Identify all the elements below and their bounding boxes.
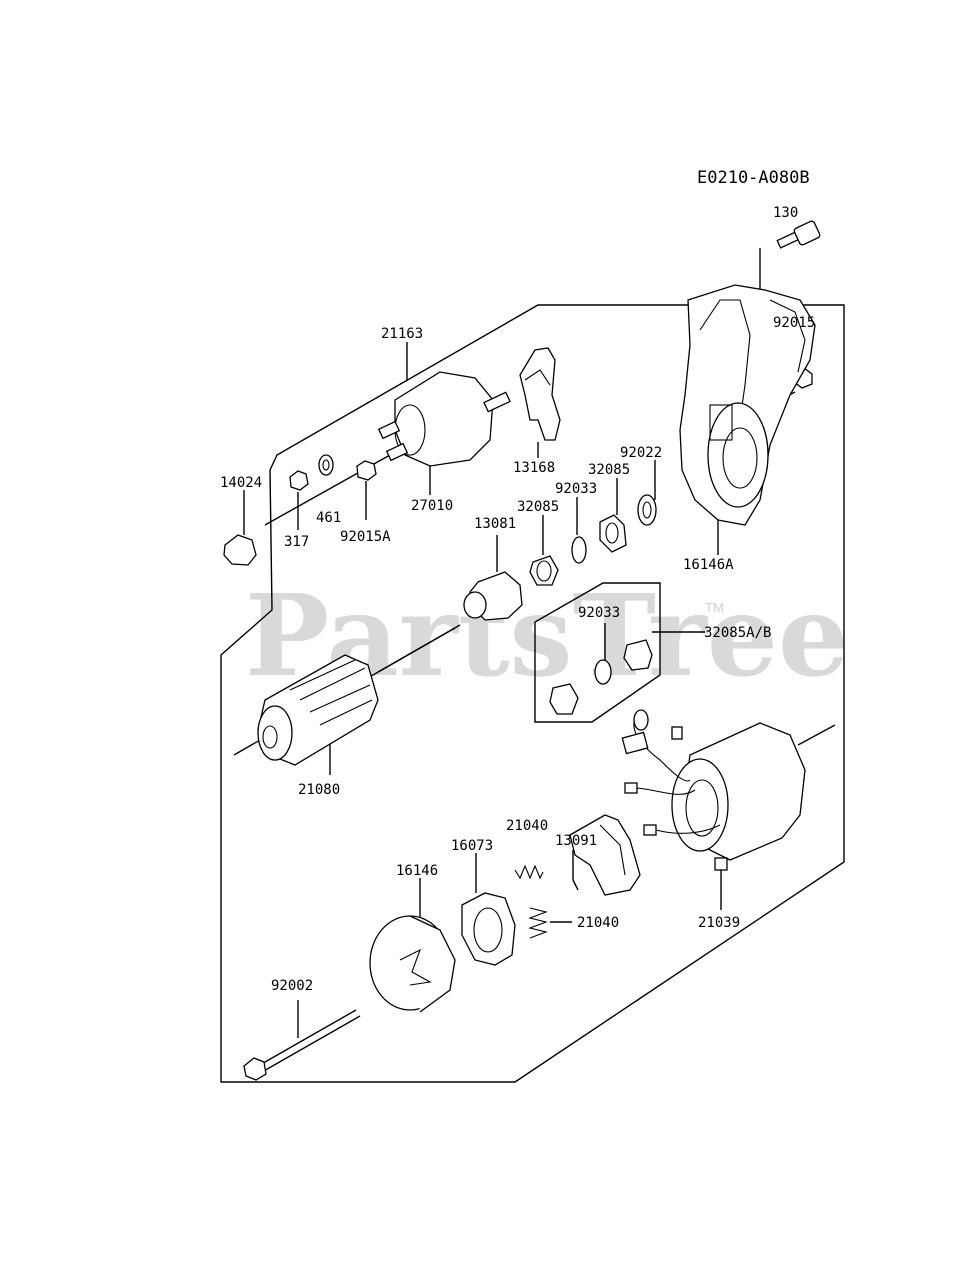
label-13168: 13168	[513, 460, 555, 476]
label-14024: 14024	[220, 475, 262, 491]
label-21040-lower: 21040	[577, 915, 619, 931]
yoke-field-coil	[621, 709, 806, 910]
yoke-axis	[797, 724, 836, 746]
shift-lever-13168	[519, 347, 561, 458]
assembly-outline	[220, 304, 845, 1083]
label-13081: 13081	[474, 516, 516, 532]
bolt-130	[744, 220, 821, 396]
washer-461	[318, 454, 334, 476]
nut-317	[289, 470, 309, 530]
label-16073: 16073	[451, 838, 493, 854]
label-32085-upper: 32085	[588, 462, 630, 478]
label-92015: 92015	[773, 315, 815, 331]
label-92022: 92022	[620, 445, 662, 461]
trademark-mark: TM	[705, 600, 724, 615]
label-16146A: 16146A	[683, 557, 734, 573]
solenoid-27010	[377, 342, 511, 495]
ring-92033-kit	[594, 623, 612, 685]
label-92002: 92002	[271, 978, 313, 994]
ring-92033-upper	[571, 497, 587, 564]
label-461: 461	[316, 510, 341, 526]
bushing-32085-upper	[599, 478, 627, 553]
subkit-box	[534, 582, 661, 723]
label-92033-upper: 92033	[555, 481, 597, 497]
cap-14024	[223, 490, 257, 566]
bushing-32085AB-kit	[549, 631, 705, 715]
through-bolt-92002	[243, 1000, 361, 1081]
label-21080: 21080	[298, 782, 340, 798]
label-13091: 13091	[555, 833, 597, 849]
armature-21080	[257, 627, 456, 775]
spring-21040-b	[528, 907, 572, 939]
label-21163: 21163	[381, 326, 423, 342]
spring-21040-a	[514, 864, 544, 880]
label-130: 130	[773, 205, 798, 221]
nut-92015A	[356, 460, 377, 520]
label-92033-kit: 92033	[578, 605, 620, 621]
washer-92022	[637, 460, 657, 526]
label-92015A: 92015A	[340, 529, 391, 545]
label-21040-upper: 21040	[506, 818, 548, 834]
end-cover-16146	[369, 878, 456, 1013]
label-32085-mid: 32085	[517, 499, 559, 515]
diagram-code: E0210-A080B	[697, 168, 810, 188]
label-21039: 21039	[698, 915, 740, 931]
label-16146: 16146	[396, 863, 438, 879]
brush-plate-16073	[461, 853, 516, 966]
drive-housing-16146A	[679, 284, 816, 555]
label-317: 317	[284, 534, 309, 550]
label-27010: 27010	[411, 498, 453, 514]
brush-holder-13091	[569, 814, 641, 896]
label-32085AB: 32085A/B	[704, 625, 771, 641]
pinion-13081	[463, 535, 523, 621]
spacer-32085-mid	[529, 515, 559, 586]
